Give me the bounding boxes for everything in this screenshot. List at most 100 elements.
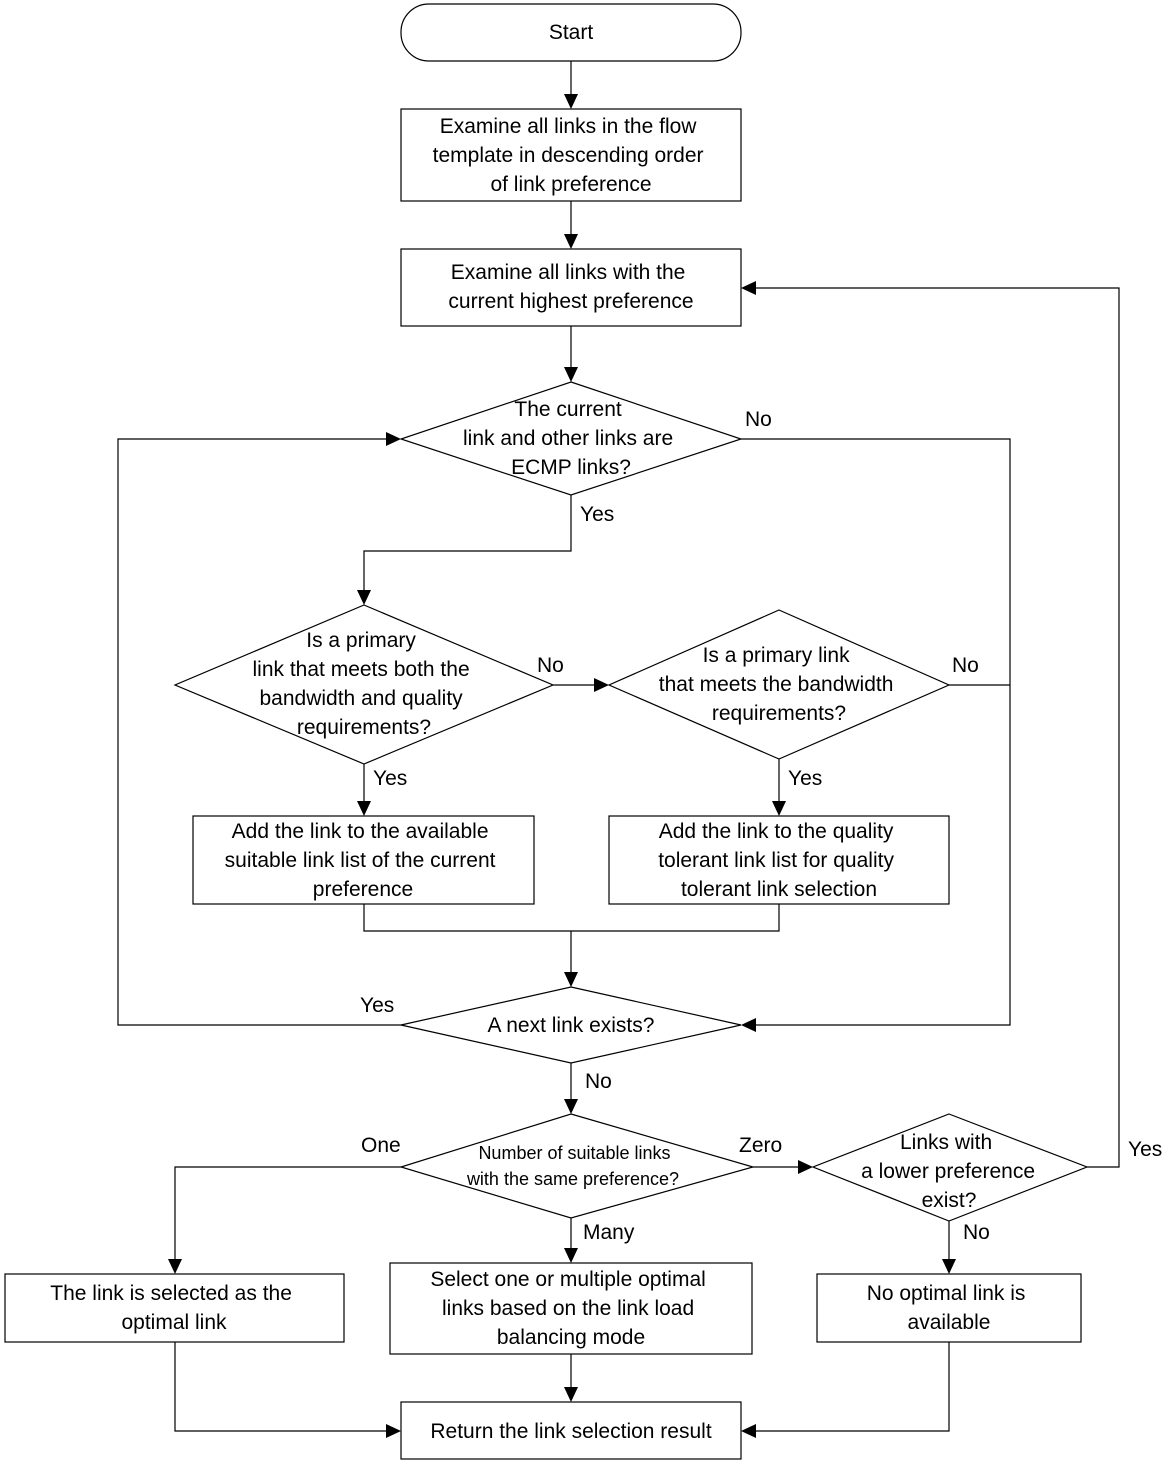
arrowhead-down [564, 972, 578, 987]
connectors [117, 61, 1120, 1432]
arrowhead-down [564, 94, 578, 109]
return-result-line: Return the link selection result [430, 1420, 711, 1443]
lower-pref-decision: Links with a lower preference exist? [811, 1113, 1089, 1222]
primary-bandwidth-decision: Is a primary link that meets the bandwid… [607, 609, 951, 760]
no-optimal-box: No optimal link is available [816, 1273, 1082, 1343]
primary-bandwidth-line: Is a primary link [703, 644, 851, 667]
lower-pref-line: a lower preference [861, 1160, 1035, 1183]
return-result-shape [400, 1401, 742, 1460]
start-label-line: Start [549, 21, 594, 44]
no-optimal-shape [816, 1273, 1082, 1343]
no-optimal-label: No optimal link is available [867, 1282, 1032, 1334]
label-ecmp-no: No [745, 408, 772, 431]
edge-num-one [174, 1166, 401, 1266]
add-available-shape [192, 815, 535, 905]
examine-highest-shape [400, 248, 742, 327]
ecmp-decision-shape [399, 381, 743, 496]
arrowhead-down [564, 367, 578, 382]
select-multiple-label: Select one or multiple optimal links bas… [430, 1268, 711, 1349]
arrowhead-down [564, 1099, 578, 1114]
next-link-label: A next link exists? [488, 1014, 655, 1037]
arrowhead-down [564, 1387, 578, 1402]
add-quality-line: tolerant link list for quality [658, 849, 894, 872]
add-available-line: suitable link list of the current [225, 849, 496, 872]
number-suitable-line: with the same preference? [466, 1169, 679, 1189]
examine-highest-line: Examine all links with the [451, 261, 686, 284]
lower-pref-label: Links with a lower preference exist? [861, 1131, 1041, 1212]
add-available-line: Add the link to the available [232, 820, 489, 843]
examine-highest-line: current highest preference [448, 290, 693, 313]
primary-bandwidth-line: requirements? [712, 702, 846, 725]
label-both-no: No [537, 654, 564, 677]
label-num-zero: Zero [739, 1134, 782, 1157]
edge-ecmp-yes [363, 495, 572, 597]
lower-pref-line: exist? [922, 1189, 977, 1212]
number-suitable-decision: Number of suitable links with the same p… [398, 1113, 756, 1219]
ecmp-decision-line: ECMP links? [511, 456, 631, 479]
primary-bandwidth-line: that meets the bandwidth [659, 673, 894, 696]
add-quality-shape [608, 815, 950, 905]
label-bw-yes: Yes [788, 767, 822, 790]
edge-lower-yes [751, 287, 1120, 1168]
next-link-shape [400, 986, 742, 1064]
arrowhead-down [942, 1259, 956, 1274]
number-suitable-shape [398, 1113, 756, 1219]
examine-all-shape [400, 108, 742, 202]
add-quality-label: Add the link to the quality tolerant lin… [658, 820, 900, 901]
label-num-many: Many [583, 1221, 635, 1244]
arrowhead-right [386, 1424, 401, 1438]
label-num-one: One [361, 1134, 401, 1157]
primary-both-shape [173, 604, 555, 765]
primary-both-line: requirements? [297, 716, 431, 739]
arrowhead-right [798, 1160, 813, 1174]
arrowhead-left [741, 1424, 756, 1438]
arrowhead-right [386, 432, 401, 446]
arrowhead-right [594, 678, 609, 692]
ecmp-decision-line: The current [514, 398, 622, 421]
add-quality-line: tolerant link selection [681, 878, 877, 901]
select-multiple-line: balancing mode [497, 1326, 645, 1349]
selected-optimal-line: The link is selected as the [50, 1282, 292, 1305]
lower-pref-shape [811, 1113, 1089, 1222]
selected-optimal-line: optimal link [121, 1311, 227, 1334]
label-ecmp-yes: Yes [580, 503, 614, 526]
start-label: Start [549, 21, 594, 44]
examine-all-box: Examine all links in the flow template i… [400, 108, 742, 202]
label-lower-no: No [963, 1221, 990, 1244]
add-available-label: Add the link to the available suitable l… [225, 820, 502, 901]
edge-ecmp-no [741, 438, 1011, 1026]
primary-both-line: Is a primary [306, 629, 416, 652]
primary-bandwidth-label: Is a primary link that meets the bandwid… [659, 644, 900, 725]
primary-both-label: Is a primary link that meets both the ba… [253, 629, 476, 739]
arrowhead-down [564, 234, 578, 249]
select-multiple-box: Select one or multiple optimal links bas… [389, 1262, 753, 1355]
arrowheads [168, 94, 956, 1438]
edge-no-optimal-to-return [751, 1342, 950, 1432]
number-suitable-line: Number of suitable links [478, 1143, 670, 1163]
selected-optimal-label: The link is selected as the optimal link [50, 1282, 297, 1334]
arrowhead-down [168, 1259, 182, 1274]
edge-next-yes [117, 438, 401, 1026]
arrowhead-left [741, 1018, 756, 1032]
return-result-label: Return the link selection result [430, 1420, 711, 1443]
ecmp-decision-label: The current link and other links are ECM… [463, 398, 679, 479]
ecmp-decision-line: link and other links are [463, 427, 673, 450]
add-quality-box: Add the link to the quality tolerant lin… [608, 815, 950, 905]
primary-both-line: link that meets both the [253, 658, 470, 681]
number-suitable-label: Number of suitable links with the same p… [466, 1143, 679, 1189]
arrowhead-down [357, 801, 371, 816]
arrowhead-left [741, 281, 756, 295]
selected-optimal-shape [4, 1273, 345, 1343]
label-next-yes: Yes [360, 994, 394, 1017]
examine-all-label: Examine all links in the flow template i… [433, 115, 710, 196]
return-result-box: Return the link selection result [400, 1401, 742, 1460]
edge-merge-to-next [363, 904, 780, 979]
label-both-yes: Yes [373, 767, 407, 790]
examine-all-line: template in descending order [433, 144, 704, 167]
next-link-decision: A next link exists? [400, 986, 742, 1064]
add-quality-line: Add the link to the quality [659, 820, 894, 843]
label-lower-yes: Yes [1128, 1138, 1162, 1161]
primary-both-decision: Is a primary link that meets both the ba… [173, 604, 555, 765]
examine-all-line: of link preference [490, 173, 651, 196]
no-optimal-line: No optimal link is [867, 1282, 1026, 1305]
